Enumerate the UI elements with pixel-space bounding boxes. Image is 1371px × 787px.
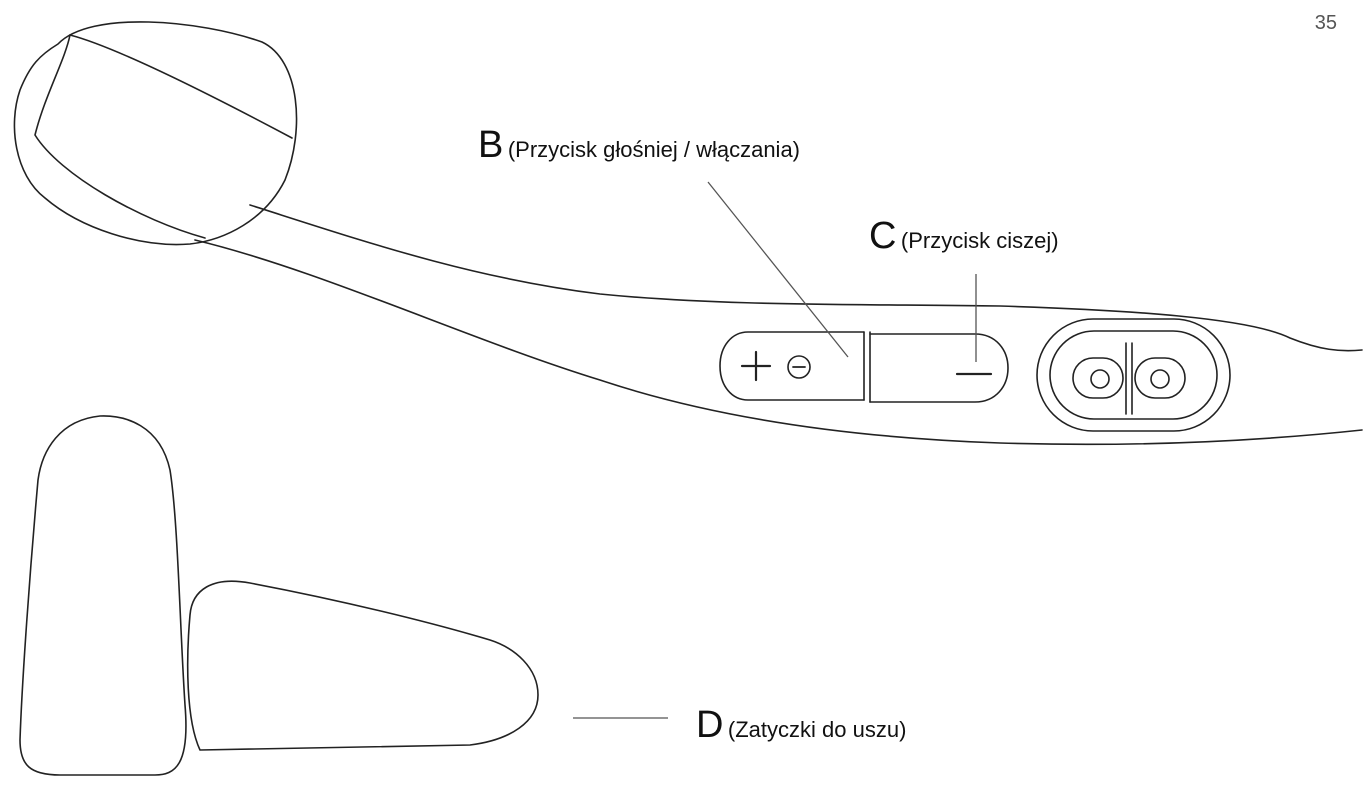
callout-letter-c: C bbox=[869, 215, 897, 257]
callout-desc-d: (Zatyczki do uszu) bbox=[727, 717, 907, 742]
power-icon bbox=[787, 355, 811, 379]
volume-down-button bbox=[869, 333, 1009, 403]
callout-volume-up: B (Przycisk głośniej / włączania) bbox=[478, 126, 800, 164]
multifunction-button bbox=[1036, 318, 1231, 432]
earpiece bbox=[13, 21, 298, 246]
callout-letter-b: B bbox=[478, 124, 504, 166]
callout-desc-c: (Przycisk ciszej) bbox=[900, 228, 1059, 253]
page-number: 35 bbox=[1314, 12, 1337, 34]
callout-earplugs: D (Zatyczki do uszu) bbox=[696, 706, 906, 744]
callout-volume-down: C (Przycisk ciszej) bbox=[869, 217, 1059, 255]
callout-desc-b: (Przycisk głośniej / włączania) bbox=[507, 137, 801, 162]
earplugs bbox=[19, 415, 539, 776]
callout-letter-d: D bbox=[696, 704, 724, 746]
leader-line-b bbox=[707, 181, 849, 358]
neckband bbox=[194, 204, 1363, 446]
plus-icon bbox=[740, 350, 772, 382]
volume-up-button bbox=[719, 331, 871, 403]
